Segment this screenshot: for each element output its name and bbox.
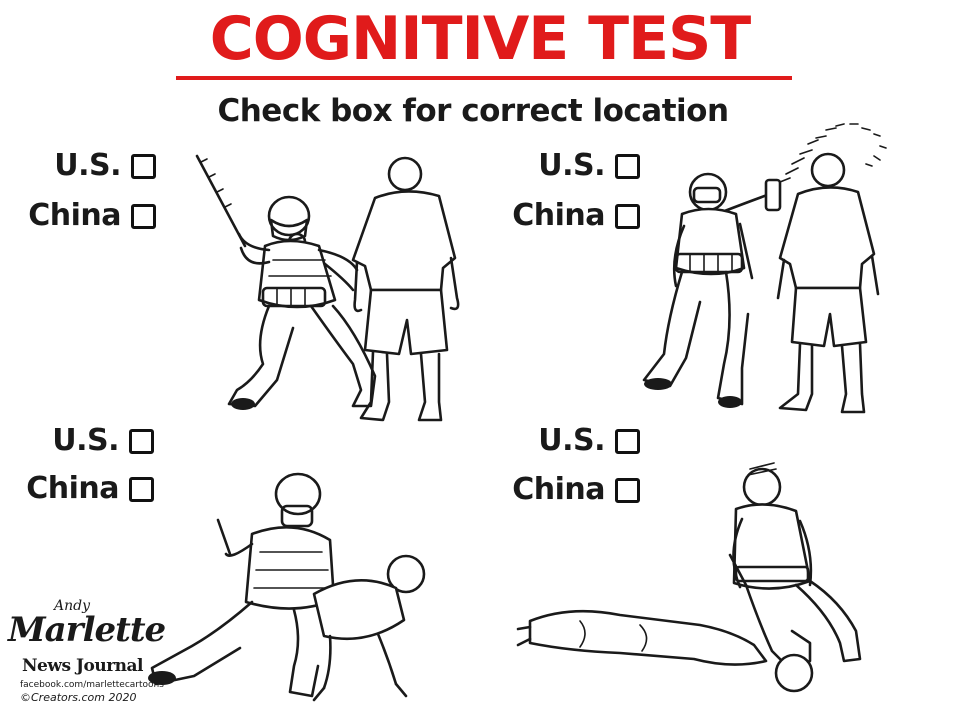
panel-4-china-checkbox[interactable] (615, 477, 640, 503)
instructions-subtitle: Check box for correct location (217, 93, 729, 129)
panel-3-china-option[interactable]: China (2, 469, 154, 509)
panel-1-us-option[interactable]: U.S. (20, 146, 156, 186)
panel-4-china-label: China (512, 472, 605, 507)
panel-3-china-label: China (26, 471, 119, 506)
panel-4-us-label: U.S. (538, 423, 605, 458)
panel-3-us-option[interactable]: U.S. (20, 421, 154, 461)
panel-1-us-label: U.S. (54, 148, 121, 183)
syndicate-credit: ©Creators.com 2020 (20, 691, 137, 704)
panel-4-kneeling-scene-illustration (516, 462, 862, 693)
panel-4-us-option[interactable]: U.S. (500, 421, 640, 461)
cartoon-title: COGNITIVE TEST (209, 4, 751, 74)
panel-3-china-checkbox[interactable] (129, 476, 154, 502)
panel-3-restraint-scene-illustration (148, 472, 426, 702)
title-underline (176, 76, 792, 80)
panel-3-us-label: U.S. (52, 423, 119, 458)
panel-4-china-option[interactable]: China (488, 470, 640, 510)
panel-2-china-label: China (512, 198, 605, 233)
panel-2-pepper-spray-scene-illustration (642, 123, 887, 414)
signature-first-name: Andy (54, 598, 90, 614)
newspaper-credit: News Journal (22, 656, 144, 676)
panel-1-us-checkbox[interactable] (131, 153, 156, 179)
panel-4-us-checkbox[interactable] (615, 428, 640, 454)
panel-3-us-checkbox[interactable] (129, 428, 154, 454)
panel-2-china-checkbox[interactable] (615, 203, 640, 229)
panel-2-us-option[interactable]: U.S. (500, 146, 640, 186)
cartoonist-signature: Andy Marlette News Journal facebook.com/… (8, 596, 166, 712)
panel-1-baton-scene-illustration (195, 154, 460, 422)
panel-1-china-checkbox[interactable] (131, 203, 156, 229)
panel-2-us-checkbox[interactable] (615, 153, 640, 179)
panel-2-us-label: U.S. (538, 148, 605, 183)
panel-1-china-label: China (28, 198, 121, 233)
facebook-credit: facebook.com/marlettecartoons (20, 680, 164, 690)
panel-2-china-option[interactable]: China (488, 196, 640, 236)
panel-1-china-option[interactable]: China (4, 196, 156, 236)
signature-last-name: Marlette (8, 610, 166, 650)
